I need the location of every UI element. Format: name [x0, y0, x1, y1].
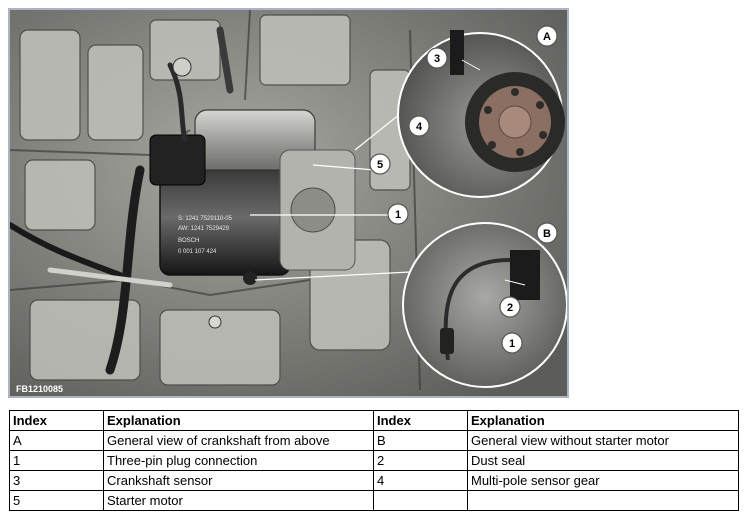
legend-header-row: Index Explanation Index Explanation	[9, 410, 739, 431]
index-cell: 4	[373, 470, 468, 491]
table-row: 5 Starter motor	[9, 490, 739, 511]
header-index: Index	[9, 410, 104, 431]
explanation-cell: General view without starter motor	[467, 430, 739, 451]
header-explanation: Explanation	[467, 410, 739, 431]
explanation-cell: Multi-pole sensor gear	[467, 470, 739, 491]
svg-text:5: 5	[377, 159, 383, 171]
table-row: A General view of crankshaft from above …	[9, 430, 739, 451]
explanation-cell: Starter motor	[103, 490, 374, 511]
index-cell	[373, 490, 468, 511]
index-cell: B	[373, 430, 468, 451]
callout-1-detail: 1	[501, 332, 523, 354]
leader-line-a	[354, 109, 406, 151]
starter-motor: S: 1241 7529110-05 AW: 1241 7529429 BOSC…	[149, 109, 356, 276]
callouts: A 3 4 5 1 B 2	[369, 25, 558, 354]
detail-view-a	[397, 30, 565, 198]
index-cell: 3	[9, 470, 104, 491]
header-index: Index	[373, 410, 468, 431]
explanation-cell: Crankshaft sensor	[103, 470, 374, 491]
starter-label-line3: BOSCH	[178, 238, 199, 244]
callout-b: B	[536, 222, 558, 244]
engine-photo: S: 1241 7529110-05 AW: 1241 7529429 BOSC…	[8, 8, 569, 398]
explanation-cell: Dust seal	[467, 450, 739, 471]
svg-text:B: B	[543, 228, 551, 240]
index-cell: 5	[9, 490, 104, 511]
photo-id: FB1210085	[16, 384, 63, 394]
svg-text:1: 1	[395, 209, 401, 221]
table-row: 1 Three-pin plug connection 2 Dust seal	[9, 450, 739, 471]
explanation-cell	[467, 490, 739, 511]
table-row: 3 Crankshaft sensor 4 Multi-pole sensor …	[9, 470, 739, 491]
svg-text:3: 3	[434, 53, 440, 65]
detail-view-b	[402, 222, 567, 388]
callout-1-main: 1	[387, 203, 409, 225]
legend-table: Index Explanation Index Explanation A Ge…	[9, 410, 739, 511]
callout-5: 5	[369, 153, 391, 175]
svg-text:4: 4	[416, 121, 423, 133]
starter-label-line1: S: 1241 7529110-05	[178, 216, 233, 222]
explanation-cell: General view of crankshaft from above	[103, 430, 374, 451]
svg-text:1: 1	[509, 338, 515, 350]
index-cell: 2	[373, 450, 468, 471]
callout-3: 3	[426, 47, 448, 69]
index-cell: 1	[9, 450, 104, 471]
header-explanation: Explanation	[103, 410, 374, 431]
svg-text:A: A	[543, 31, 551, 43]
wiring-harness	[10, 26, 234, 375]
engine-illustration: S: 1241 7529110-05 AW: 1241 7529429 BOSC…	[10, 10, 567, 396]
callout-2: 2	[499, 296, 521, 318]
svg-text:2: 2	[507, 302, 513, 314]
callout-a: A	[536, 25, 558, 47]
index-cell: A	[9, 430, 104, 451]
leader-line-5	[312, 164, 376, 171]
starter-label-line4: 0 001 107 424	[178, 249, 217, 255]
leader-line-b	[254, 271, 411, 281]
explanation-cell: Three-pin plug connection	[103, 450, 374, 471]
starter-label-line2: AW: 1241 7529429	[178, 226, 230, 232]
callout-4: 4	[408, 115, 430, 137]
